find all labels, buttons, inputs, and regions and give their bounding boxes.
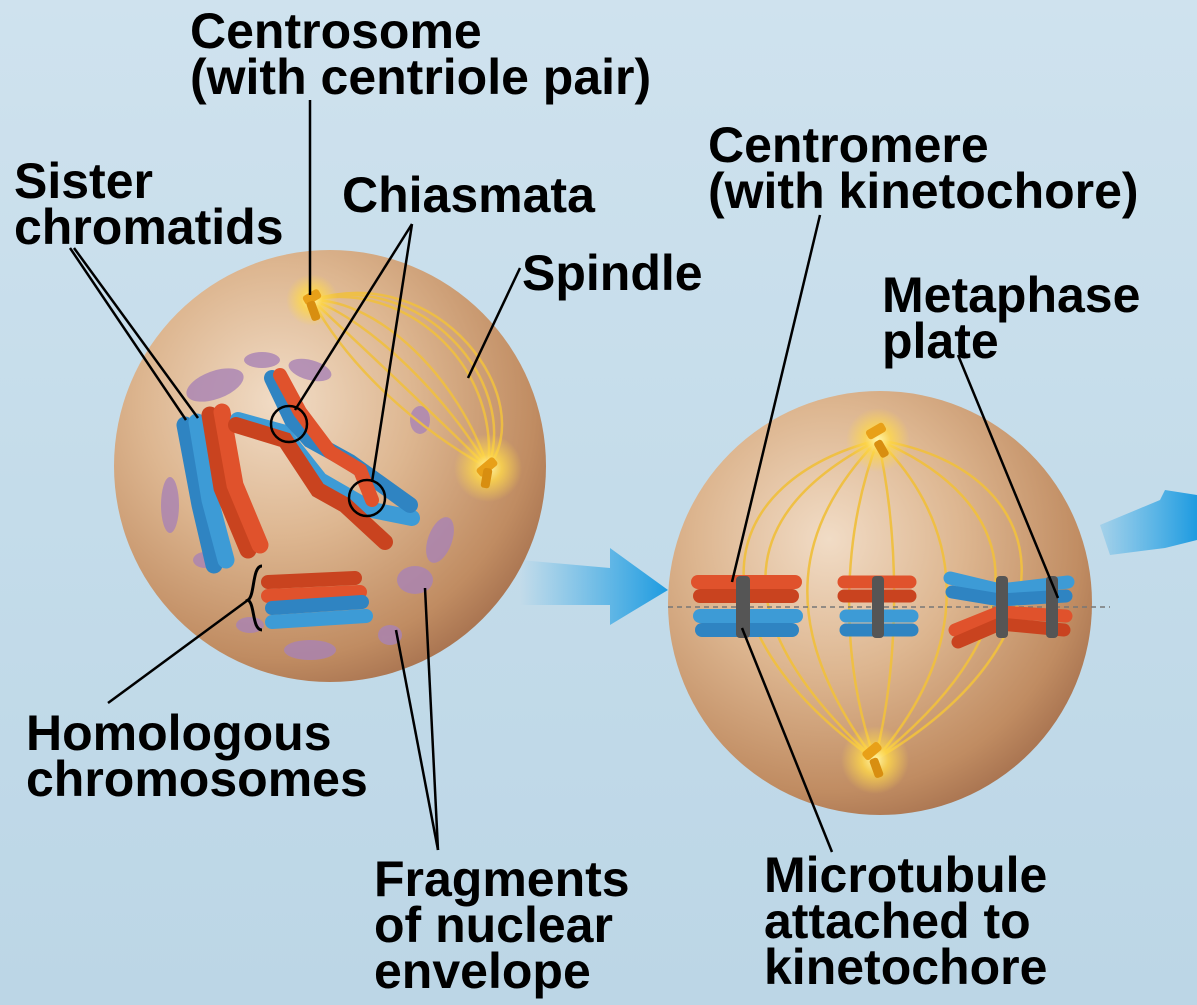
label-microtubule: Microtubule attached to kinetochore xyxy=(764,852,1047,990)
label-fragments-nuclear-envelope: Fragments of nuclear envelope xyxy=(374,856,630,994)
stage-arrow xyxy=(520,548,668,625)
label-homologous-line1: Homologous xyxy=(26,710,368,756)
label-fragments-line2: of nuclear xyxy=(374,902,630,948)
label-spindle-text: Spindle xyxy=(522,250,703,296)
label-sister-chromatids-line1: Sister xyxy=(14,158,284,204)
label-chiasmata: Chiasmata xyxy=(342,172,595,218)
label-sister-chromatids: Sister chromatids xyxy=(14,158,284,250)
label-centromere-line1: Centromere xyxy=(708,122,1139,168)
prophase-cell xyxy=(114,250,546,682)
label-chiasmata-text: Chiasmata xyxy=(342,172,595,218)
label-metaphase-plate: Metaphase plate xyxy=(882,272,1140,364)
label-centromere-line2: (with kinetochore) xyxy=(708,168,1139,214)
label-centrosome-line1: Centrosome xyxy=(190,8,651,54)
label-fragments-line3: envelope xyxy=(374,948,630,994)
label-microtubule-line2: attached to xyxy=(764,898,1047,944)
label-spindle: Spindle xyxy=(522,250,703,296)
metaphase-cell xyxy=(668,391,1110,815)
stage-arrow-next xyxy=(1100,490,1197,555)
label-homologous-chromosomes: Homologous chromosomes xyxy=(26,710,368,802)
label-microtubule-line1: Microtubule xyxy=(764,852,1047,898)
label-centrosome: Centrosome (with centriole pair) xyxy=(190,8,651,100)
label-sister-chromatids-line2: chromatids xyxy=(14,204,284,250)
label-metaphase-plate-line1: Metaphase xyxy=(882,272,1140,318)
label-homologous-line2: chromosomes xyxy=(26,756,368,802)
label-microtubule-line3: kinetochore xyxy=(764,944,1047,990)
label-centrosome-line2: (with centriole pair) xyxy=(190,54,651,100)
label-centromere: Centromere (with kinetochore) xyxy=(708,122,1139,214)
label-fragments-line1: Fragments xyxy=(374,856,630,902)
label-metaphase-plate-line2: plate xyxy=(882,318,1140,364)
